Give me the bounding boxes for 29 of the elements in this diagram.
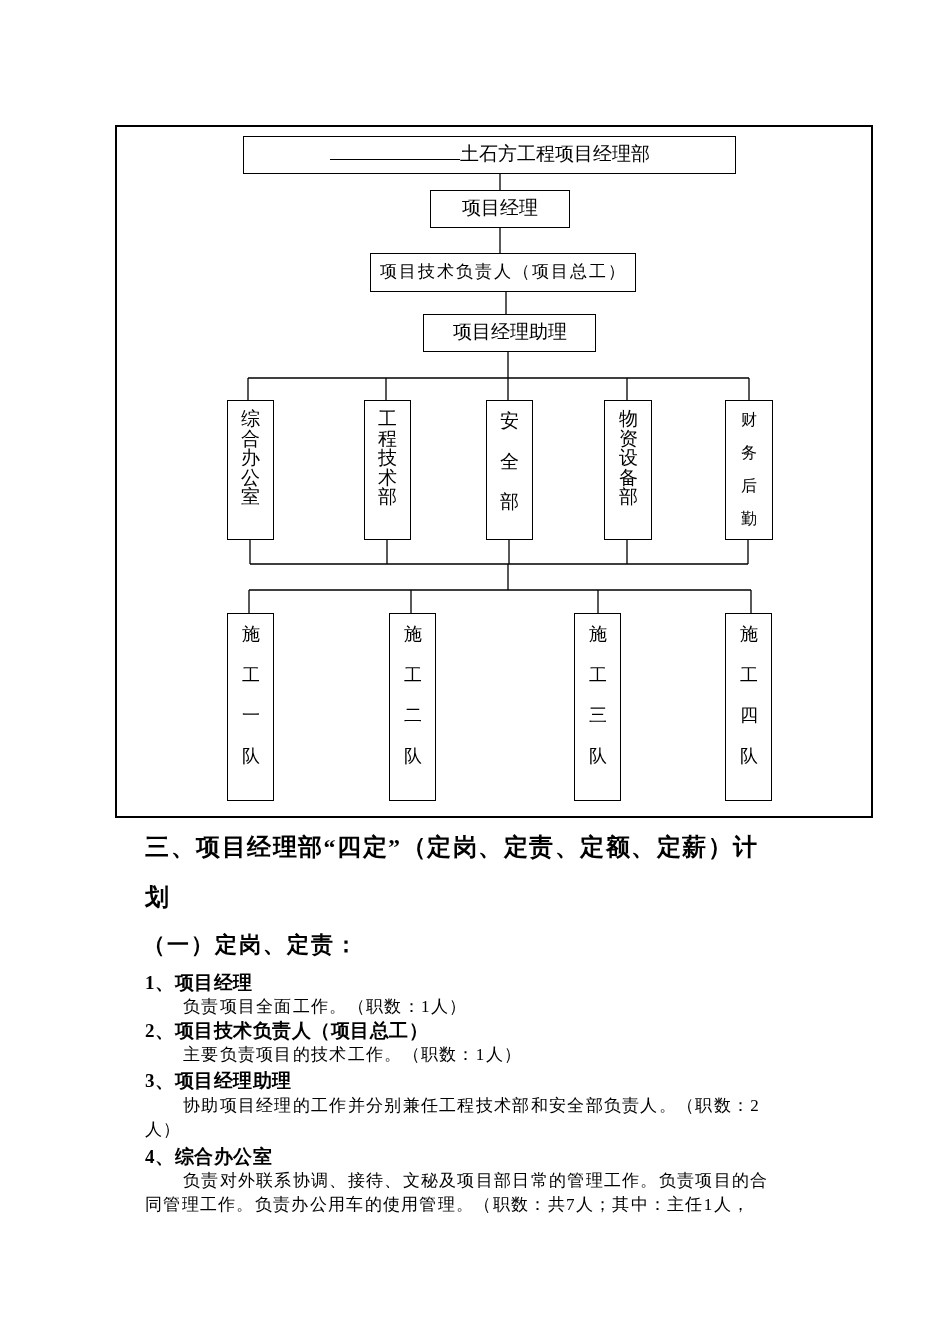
department-box: 工程技术部	[364, 400, 411, 540]
connector-line	[247, 351, 750, 401]
department-box: 安全部	[486, 400, 533, 540]
position-box: 项目经理	[430, 190, 570, 228]
team-box: 施工三队	[574, 613, 621, 801]
body-text: 主要负责项目的技术工作。（职数：1人）	[183, 1044, 523, 1066]
item-heading: 3、项目经理助理	[145, 1069, 292, 1093]
connector-line	[499, 227, 501, 254]
connector-line	[248, 539, 752, 614]
body-text: 协助项目经理的工作并分别兼任工程技术部和安全部负责人。（职数：2人）	[145, 1095, 762, 1141]
position-box: 项目技术负责人（项目总工）	[370, 253, 636, 292]
item-heading: 2、项目技术负责人（项目总工）	[145, 1019, 428, 1043]
title-box	[243, 136, 736, 174]
team-box: 施工二队	[389, 613, 436, 801]
position-box: 项目经理助理	[423, 314, 596, 352]
department-box: 财务后勤	[725, 400, 773, 540]
team-box: 施工一队	[227, 613, 274, 801]
item-heading: 4、综合办公室	[145, 1145, 272, 1169]
department-box: 物资设备部	[604, 400, 652, 540]
team-box: 施工四队	[725, 613, 772, 801]
body-text: 负责项目全面工作。（职数：1人）	[183, 996, 468, 1018]
connector-line	[505, 291, 507, 315]
subsection-heading: （一）定岗、定责：	[143, 931, 359, 959]
body-text: 负责对外联系协调、接待、文秘及项目部日常的管理工作。负责项目的合同管理工作。负责办公用车的使用管理。（职数：共7人；其中：主任1人，	[145, 1170, 770, 1216]
connector-line	[499, 173, 501, 191]
department-box: 综合办公室	[227, 400, 274, 540]
section-heading: 三、项目经理部“四定”（定岗、定责、定额、定薪）计划	[145, 833, 760, 912]
item-heading: 1、项目经理	[145, 971, 253, 995]
title-text: 土石方工程项目经理部	[459, 143, 650, 164]
